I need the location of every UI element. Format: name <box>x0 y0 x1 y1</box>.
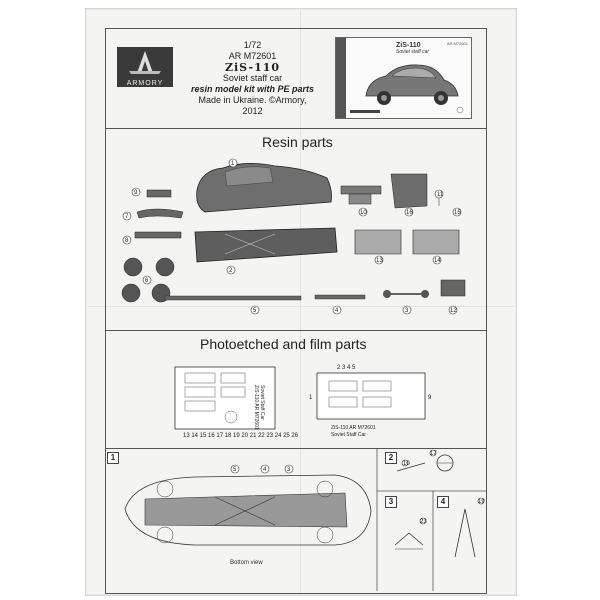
part-14 <box>412 229 460 255</box>
photoetched-drawing: ZiS-110 AR M72601 Soviet Staff Car 13 14… <box>174 365 432 439</box>
svg-text:3: 3 <box>287 467 291 473</box>
content-frame <box>105 28 487 594</box>
pe-fret-label-2: Soviet Staff Car <box>259 385 265 420</box>
svg-text:2 3 4 5: 2 3 4 5 <box>337 365 356 371</box>
subtitle: Soviet staff car <box>222 73 283 83</box>
svg-text:4: 4 <box>263 467 267 473</box>
model-name: ZiS-110 <box>224 61 281 74</box>
svg-text:23: 23 <box>420 519 427 525</box>
part-5 <box>164 295 302 301</box>
divider-resin <box>105 330 487 331</box>
svg-text:12: 12 <box>450 308 457 314</box>
part-4 <box>314 294 366 300</box>
resin-parts-drawing: 1 2 9 7 8 6 5 4 10 16 11 15 13 14 3 12 <box>121 158 466 315</box>
film-label-1: ZiS-110 AR M72601 <box>331 425 376 431</box>
part-7 <box>136 208 184 219</box>
photoetched-title: Photoetched and film parts <box>200 336 367 352</box>
wheel-part <box>121 283 141 303</box>
car-bottom-outline <box>124 474 372 546</box>
pe-fret-label-1: ZiS-110 AR M72601 <box>253 385 259 430</box>
film-label-2: Soviet Staff Car <box>331 432 366 438</box>
chassis-part <box>194 227 338 263</box>
film-sheet <box>316 372 426 420</box>
scale: 1/72 <box>243 40 262 50</box>
step-4-part <box>454 508 476 558</box>
svg-text:9: 9 <box>134 190 138 196</box>
svg-text:16: 16 <box>406 210 413 216</box>
divider-photoetched <box>105 448 487 449</box>
fold-line-vertical <box>300 8 301 596</box>
svg-text:14: 14 <box>434 258 441 264</box>
divider-header <box>105 128 487 129</box>
svg-text:5: 5 <box>253 308 257 314</box>
box-art-title: ZiS-110 <box>396 42 421 49</box>
box-art-band <box>336 38 346 118</box>
brand-name: ARMORY <box>126 80 164 87</box>
svg-text:15: 15 <box>454 210 461 216</box>
resin-parts-title: Resin parts <box>262 134 333 150</box>
svg-text:5: 5 <box>233 467 237 473</box>
header-info: 1/72 AR M72601 ZiS-110 Soviet staff car … <box>190 40 315 117</box>
svg-text:17: 17 <box>430 451 437 457</box>
svg-text:10: 10 <box>403 461 410 467</box>
pe-numbers: 13 14 15 16 17 18 19 20 21 22 23 24 25 2… <box>183 433 299 439</box>
box-art-code: AR M72601 <box>446 41 468 46</box>
svg-text:1: 1 <box>231 161 235 167</box>
armory-logo: ARMORY <box>117 47 173 87</box>
step-1-label: 1 <box>107 452 119 464</box>
step-2-label: 2 <box>385 452 397 464</box>
svg-text:9: 9 <box>428 395 432 401</box>
logo-emblem-icon <box>129 51 161 74</box>
part-13 <box>354 229 402 255</box>
svg-text:4: 4 <box>335 308 339 314</box>
assembly-drawing: 5 4 3 10 17 23 19 <box>124 449 487 591</box>
svg-text:2: 2 <box>229 268 233 274</box>
svg-text:1: 1 <box>309 395 313 401</box>
step-3-label: 3 <box>385 496 397 508</box>
kit-type: resin model kit with PE parts <box>190 84 315 94</box>
car-illustration <box>350 64 464 114</box>
chassis-bottom <box>144 492 348 528</box>
step-3-part <box>394 532 424 546</box>
svg-text:3: 3 <box>405 308 409 314</box>
svg-text:11: 11 <box>437 192 444 198</box>
part-12 <box>440 279 466 297</box>
part-16 <box>390 173 428 209</box>
wheel-part <box>155 257 175 277</box>
part-9 <box>146 189 172 198</box>
made-in: Made in Ukraine. ©Armory, 2012 <box>198 95 307 116</box>
svg-text:6: 6 <box>145 278 149 284</box>
part-10 <box>340 185 382 195</box>
part-8 <box>134 231 182 239</box>
wheel-part <box>123 257 143 277</box>
svg-text:8: 8 <box>125 238 129 244</box>
svg-text:19: 19 <box>478 499 485 505</box>
box-art-subtitle: Soviet staff car <box>396 49 430 55</box>
box-art: ZiS-110 Soviet staff car AR M72601 <box>335 37 472 119</box>
svg-text:10: 10 <box>360 210 367 216</box>
svg-text:7: 7 <box>125 214 129 220</box>
catalog-number: AR M72601 <box>228 51 277 61</box>
fold-line-horizontal <box>85 306 517 307</box>
bottom-view-caption: Bottom view <box>230 560 263 566</box>
step-4-label: 4 <box>437 496 449 508</box>
svg-text:13: 13 <box>376 258 383 264</box>
